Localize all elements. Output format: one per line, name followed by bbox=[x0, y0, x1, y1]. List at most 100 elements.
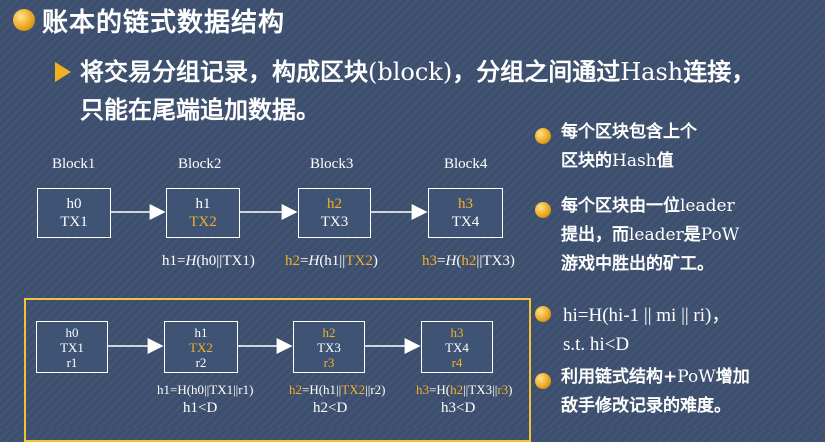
bullet-dot-icon bbox=[535, 306, 551, 322]
block-nonce: r4 bbox=[451, 354, 463, 370]
block-tx: TX1 bbox=[60, 214, 88, 230]
formula-part: =H( bbox=[429, 382, 451, 397]
bullet-dot-icon bbox=[535, 373, 551, 389]
formula-part: ||TX3|| bbox=[463, 382, 498, 397]
formula-part: H bbox=[308, 253, 320, 269]
hash-formula: h2=H(h1||TX2) bbox=[285, 253, 378, 270]
bullet-part: 利用链式结构+ bbox=[561, 367, 678, 387]
block-tx: TX3 bbox=[320, 214, 349, 230]
block-label: Block3 bbox=[310, 156, 354, 172]
difficulty-cond: h3<D bbox=[441, 400, 476, 416]
pow-block-box: h0 TX1 r1 bbox=[36, 321, 108, 373]
formula-part: h1 bbox=[162, 253, 177, 269]
block-label: Block4 bbox=[444, 156, 488, 172]
difficulty-cond: h2<D bbox=[313, 400, 348, 416]
bullet-part: leader bbox=[629, 225, 684, 245]
block-tx: TX3 bbox=[317, 339, 341, 355]
pow-condition-st: s.t. hi<D bbox=[563, 334, 630, 355]
right-bullet-4: 利用链式结构+PoW增加 敌手修改记录的难度。 bbox=[561, 363, 750, 421]
block-nonce: r3 bbox=[323, 354, 335, 370]
formula-part: TX1 bbox=[222, 253, 250, 269]
pow-formula: h2=H(h1||TX2||r2) bbox=[289, 382, 385, 398]
block-nonce: r2 bbox=[195, 354, 207, 370]
bullet-line: 敌手修改记录的难度。 bbox=[561, 396, 731, 416]
formula-part: ) bbox=[372, 253, 378, 269]
block-tx: TX4 bbox=[445, 339, 469, 355]
bullet-line: 每个区块包含上个 bbox=[561, 122, 697, 142]
right-bullet-1: 每个区块包含上个 区块的Hash值 bbox=[561, 118, 697, 176]
right-bullet-2: 每个区块由一位leader 提出，而leader是PoW 游戏中胜出的矿工。 bbox=[561, 192, 739, 279]
block-label: Block1 bbox=[52, 156, 96, 172]
bullet-part: PoW bbox=[700, 225, 740, 245]
formula-part: = bbox=[177, 253, 186, 269]
bullet-part: leader bbox=[680, 196, 735, 216]
block-box: h1 TX2 bbox=[166, 188, 240, 238]
bullet-part: 增加 bbox=[715, 367, 750, 387]
subtitle-part: 将交易分组记录，构成区块 bbox=[80, 58, 368, 86]
subtitle-part: 连接， bbox=[683, 58, 756, 86]
formula-part: TX2 bbox=[341, 382, 366, 397]
formula-part: (h0|| bbox=[196, 253, 223, 269]
pow-formula: h3=H(h2||TX3||r3) bbox=[416, 382, 513, 398]
formula-part: ) bbox=[249, 253, 255, 269]
block-box: h3 TX4 bbox=[428, 188, 503, 238]
block-tx: TX1 bbox=[60, 339, 84, 355]
formula-part: ( bbox=[456, 253, 462, 269]
difficulty-cond: h1<D bbox=[183, 400, 218, 416]
bullet-dot-icon bbox=[535, 202, 551, 218]
formula-part: ) bbox=[508, 382, 513, 397]
formula-part: H bbox=[445, 253, 457, 269]
block-tx: TX4 bbox=[451, 214, 480, 230]
formula-part: h3 bbox=[422, 253, 437, 269]
block-box: h2 TX3 bbox=[298, 188, 371, 238]
pow-formula: h1=H(h0||TX1||r1) bbox=[157, 382, 254, 397]
block-nonce: r1 bbox=[66, 354, 78, 370]
bullet-dot-icon bbox=[535, 128, 551, 144]
bullet-line: 游戏中胜出的矿工。 bbox=[561, 254, 714, 274]
formula-part: h2 bbox=[289, 382, 302, 397]
block-hash: h3 bbox=[450, 324, 464, 340]
bullet-part: 区块的 bbox=[561, 151, 612, 171]
block-hash: h1 bbox=[195, 196, 211, 212]
page-title: 账本的链式数据结构 bbox=[42, 8, 286, 38]
hash-formula: h1=H(h0||TX1) bbox=[162, 253, 255, 270]
bullet-part: 每个区块由一位 bbox=[561, 196, 680, 216]
block-hash: h2 bbox=[322, 324, 336, 340]
bullet-part: 值 bbox=[656, 151, 674, 171]
formula-part: h2 bbox=[461, 253, 477, 269]
block-hash: h2 bbox=[327, 196, 342, 212]
subtitle-line2: 只能在尾端追加数据。 bbox=[80, 96, 320, 124]
subtitle-text: 将交易分组记录，构成区块(block)，分组之间通过Hash连接， 只能在尾端追… bbox=[80, 53, 755, 129]
subtitle-part: (block) bbox=[368, 58, 453, 86]
bullet-part: PoW bbox=[677, 367, 716, 387]
formula-part: ||r2) bbox=[365, 382, 386, 397]
block-label: Block2 bbox=[178, 156, 222, 172]
formula-part: r3 bbox=[497, 382, 509, 397]
formula-part: =H(h1|| bbox=[302, 382, 342, 397]
pow-block-box: h3 TX4 r4 bbox=[421, 321, 493, 373]
formula-part: h3 bbox=[416, 382, 429, 397]
bullet-part: 是 bbox=[683, 225, 701, 245]
bullet-part: Hash bbox=[612, 151, 657, 171]
formula-part: h2 bbox=[285, 253, 300, 269]
block-hash: h3 bbox=[458, 196, 473, 212]
block-hash: h0 bbox=[65, 324, 79, 340]
formula-part: H bbox=[185, 253, 197, 269]
block-hash: h0 bbox=[66, 196, 82, 212]
formula-part: TX2 bbox=[345, 253, 373, 269]
bullet-part: 提出，而 bbox=[561, 225, 629, 245]
block-box: h0 TX1 bbox=[37, 188, 111, 238]
title-bullet-icon bbox=[13, 9, 35, 31]
chain-arrows bbox=[108, 204, 428, 354]
hash-formula: h3=H(h2||TX3) bbox=[422, 253, 515, 270]
pow-block-box: h1 TX2 r2 bbox=[164, 321, 238, 373]
block-tx: TX2 bbox=[189, 339, 213, 355]
subtitle-part: Hash bbox=[620, 58, 684, 86]
subtitle-arrow-icon bbox=[55, 62, 71, 82]
pow-condition-math: hi=H(hi-1 || mi || ri)， bbox=[563, 305, 731, 326]
block-tx: TX2 bbox=[189, 214, 217, 230]
formula-part: (h1|| bbox=[319, 253, 346, 269]
formula-part: h2 bbox=[450, 382, 464, 397]
formula-part: = bbox=[300, 253, 309, 269]
subtitle-part: ，分组之间通过 bbox=[452, 58, 621, 86]
